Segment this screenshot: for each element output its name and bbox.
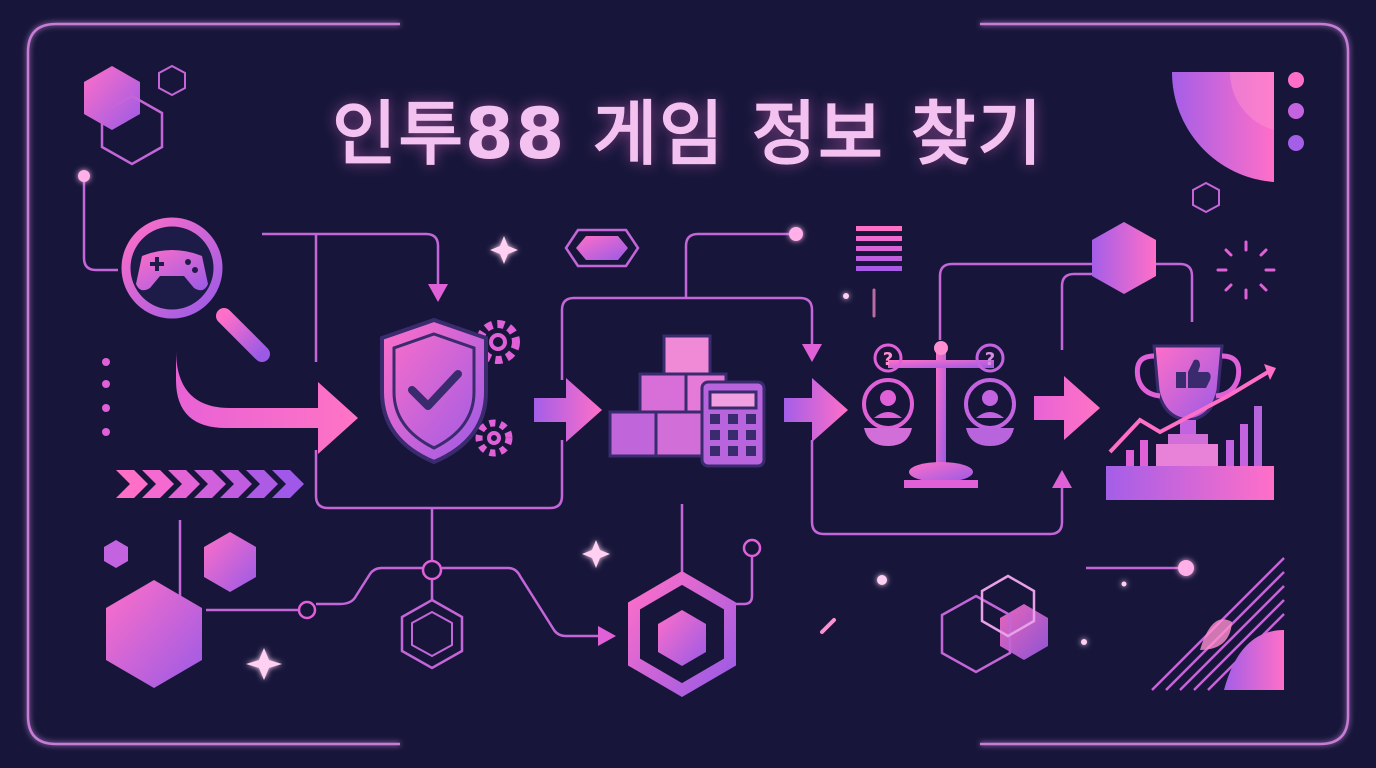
dot-column-left xyxy=(102,358,110,436)
magnifier-gamepad-icon xyxy=(121,217,270,362)
arrow-step-3 xyxy=(784,378,848,442)
page-title: 인투88 게임 정보 찾기 xyxy=(332,93,1044,175)
chevron-row-icon xyxy=(116,470,304,498)
hexagon-outline-top-right xyxy=(1192,181,1220,214)
hexagon-step-5-top xyxy=(1092,222,1156,294)
trophy-chart-icon xyxy=(1106,344,1276,500)
outer-frame xyxy=(26,22,1350,746)
sparkle-stars xyxy=(246,236,1127,680)
blocks-calculator-icon xyxy=(608,334,766,468)
shield-check-gears-icon xyxy=(380,317,520,465)
hexagon-outline-bottom xyxy=(400,598,464,670)
connector-arrowheads xyxy=(428,284,1072,646)
stripe-stack-icon xyxy=(856,226,902,271)
hexagon-node-bottom-center xyxy=(628,571,736,697)
hexagon-overlap-bottom-right xyxy=(940,574,1048,674)
curved-arrow-step-1 xyxy=(176,350,358,454)
dashed-ring-icon xyxy=(1216,240,1276,300)
arrow-step-4 xyxy=(1034,376,1100,440)
hexagon-cluster-bottom-left xyxy=(104,532,256,688)
arrow-step-2 xyxy=(534,378,602,442)
spark-streak xyxy=(820,618,836,634)
connector-nodes xyxy=(78,170,1194,620)
hexagon-cluster-top-left xyxy=(84,64,186,166)
question-mark-left: ? xyxy=(883,349,893,370)
corner-arc-top-right xyxy=(1171,72,1304,182)
connector-lines xyxy=(82,178,1194,638)
scale-people-icon: ? ? xyxy=(862,341,1016,488)
hexagon-badge-top xyxy=(564,228,640,268)
diagonal-stripes-bottom-right xyxy=(1151,557,1285,691)
question-mark-right: ? xyxy=(985,349,995,370)
